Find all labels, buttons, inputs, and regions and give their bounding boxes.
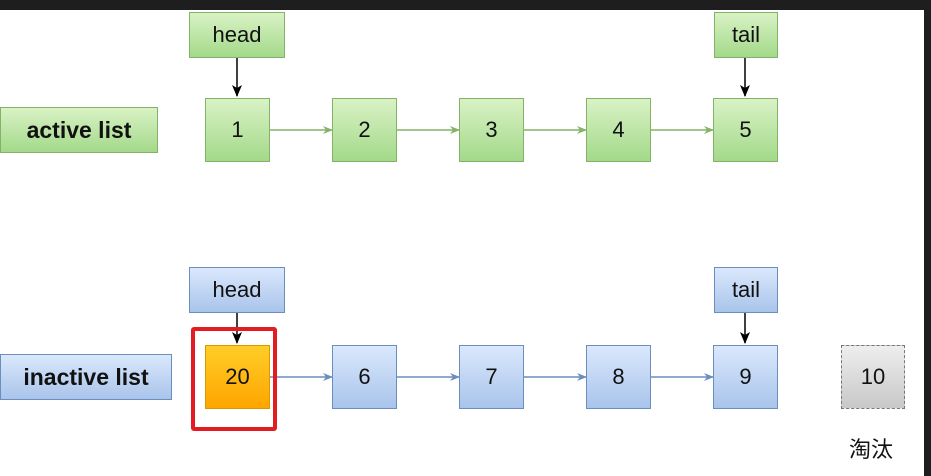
active-node: 2 [332, 98, 397, 162]
inactive-node-highlighted: 20 [205, 345, 270, 409]
inactive-list-label: inactive list [0, 354, 172, 400]
evicted-caption: 淘汰 [849, 437, 894, 462]
active-head-pointer: head [189, 12, 285, 58]
inactive-node: 6 [332, 345, 397, 409]
lru-diagram: active list head tail 1 2 3 4 5 inactive… [0, 10, 924, 476]
inactive-head-pointer: head [189, 267, 285, 313]
inactive-node: 9 [713, 345, 778, 409]
inactive-node: 8 [586, 345, 651, 409]
active-node: 3 [459, 98, 524, 162]
evicted-node: 10 [841, 345, 905, 409]
active-list-label: active list [0, 107, 158, 153]
connectors [232, 58, 750, 381]
active-tail-pointer: tail [714, 12, 778, 58]
active-node: 5 [713, 98, 778, 162]
inactive-tail-pointer: tail [714, 267, 778, 313]
active-node: 1 [205, 98, 270, 162]
active-node: 4 [586, 98, 651, 162]
new-node-highlight [191, 327, 277, 431]
inactive-node: 7 [459, 345, 524, 409]
